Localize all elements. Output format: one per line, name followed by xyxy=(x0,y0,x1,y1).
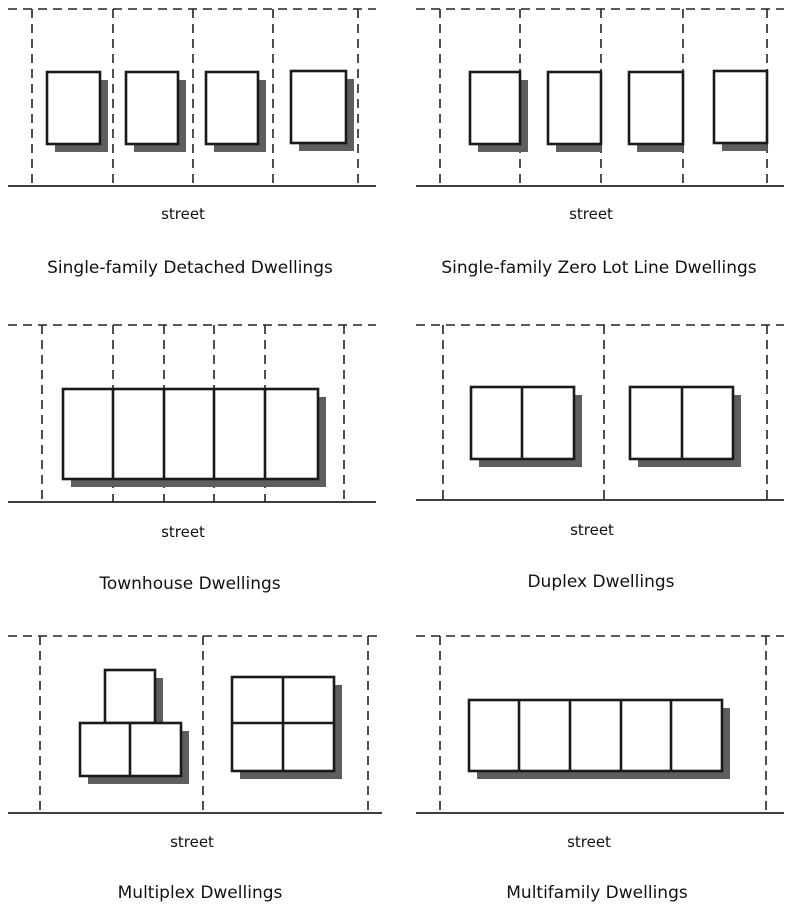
panel-multiplex: street Multiplex Dwellings xyxy=(8,635,382,903)
street-label: street xyxy=(170,833,214,851)
house xyxy=(204,70,260,146)
panel-single-family-zero-lot-line: street Single-family Zero Lot Line Dwell… xyxy=(416,8,784,278)
street-label: street xyxy=(567,833,611,851)
street-label: street xyxy=(570,521,614,539)
multifamily-building xyxy=(467,698,724,773)
house xyxy=(45,70,102,146)
panel-caption: Townhouse Dwellings xyxy=(98,574,280,594)
panel-caption: Multifamily Dwellings xyxy=(506,883,688,903)
panel-caption: Duplex Dwellings xyxy=(527,572,674,592)
panel-caption: Single-family Zero Lot Line Dwellings xyxy=(441,258,756,278)
panel-caption: Multiplex Dwellings xyxy=(118,883,283,903)
upper-unit xyxy=(103,668,157,725)
house xyxy=(124,70,180,146)
townhouse-building xyxy=(61,387,320,481)
panel-multifamily: street Multifamily Dwellings xyxy=(416,635,784,903)
panel-townhouse: street Townhouse Dwellings xyxy=(8,324,376,594)
panel-caption: Single-family Detached Dwellings xyxy=(47,258,333,278)
street-label: street xyxy=(569,205,613,223)
house xyxy=(546,70,603,146)
house xyxy=(627,70,685,146)
street-label: street xyxy=(161,205,205,223)
street-label: street xyxy=(161,523,205,541)
house xyxy=(289,69,348,145)
house xyxy=(468,70,522,146)
panel-duplex: street Duplex Dwellings xyxy=(416,324,784,592)
house xyxy=(712,69,769,145)
panel-single-family-detached: street Single-family Detached Dwellings xyxy=(8,8,376,278)
